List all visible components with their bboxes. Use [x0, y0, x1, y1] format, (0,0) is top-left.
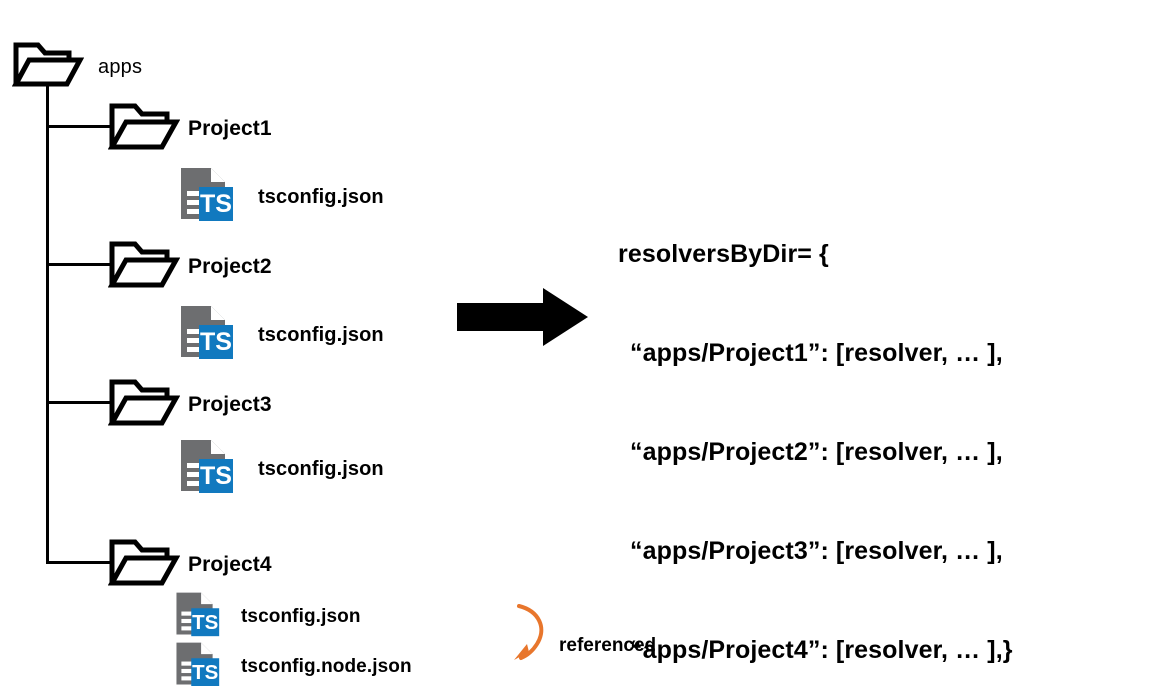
file-label-tsconfig: tsconfig.json — [258, 185, 384, 208]
tree-branch-line-project3 — [46, 401, 112, 404]
tree-node-label-project3: Project3 — [188, 393, 272, 416]
folder-icon — [107, 376, 181, 433]
tree-node-apps[interactable]: apps — [11, 40, 143, 93]
tree-trunk-line — [46, 84, 49, 564]
file-row-project1-tsconfig[interactable]: TS tsconfig.json — [178, 166, 384, 227]
code-line: “apps/Project1”: [resolver, … ], — [630, 339, 1003, 367]
svg-text:TS: TS — [200, 462, 232, 490]
file-row-project4-tsconfig[interactable]: TS tsconfig.json — [174, 591, 361, 642]
svg-text:TS: TS — [200, 190, 232, 218]
resolvers-by-dir-code: resolversByDir= { “apps/Project1”: [reso… — [618, 172, 1013, 686]
file-row-project2-tsconfig[interactable]: TS tsconfig.json — [178, 304, 384, 365]
svg-text:TS: TS — [192, 661, 218, 684]
tree-node-label-project4: Project4 — [188, 553, 272, 576]
svg-text:TS: TS — [200, 328, 232, 356]
tree-branch-line-project4 — [46, 561, 112, 564]
typescript-file-icon: TS — [178, 438, 234, 499]
code-line: resolversByDir= { — [618, 240, 829, 268]
folder-icon — [107, 238, 181, 295]
code-line: “apps/Project2”: [resolver, … ], — [630, 438, 1003, 466]
tree-node-project3[interactable]: Project3 — [107, 376, 272, 433]
right-arrow-icon — [455, 286, 590, 353]
referenced-annotation: referenced — [505, 598, 656, 669]
tree-node-project2[interactable]: Project2 — [107, 238, 272, 295]
tree-node-label-project1: Project1 — [188, 117, 272, 140]
code-line: “apps/Project4”: [resolver, … ],} — [630, 636, 1013, 664]
folder-icon — [107, 100, 181, 157]
file-row-project4-tsconfig-node[interactable]: TS tsconfig.node.json — [174, 641, 412, 686]
file-row-project3-tsconfig[interactable]: TS tsconfig.json — [178, 438, 384, 499]
typescript-file-icon: TS — [178, 166, 234, 227]
tree-node-project1[interactable]: Project1 — [107, 100, 272, 157]
tree-node-project4[interactable]: Project4 — [107, 536, 272, 593]
file-label-tsconfig: tsconfig.json — [258, 457, 384, 480]
referenced-label: referenced — [559, 635, 657, 656]
tree-branch-line-project2 — [46, 263, 112, 266]
typescript-file-icon: TS — [174, 641, 220, 686]
tree-node-label-apps: apps — [98, 55, 143, 78]
code-line: “apps/Project3”: [resolver, … ], — [630, 537, 1003, 565]
file-label-tsconfig: tsconfig.json — [258, 323, 384, 346]
curved-arrow-icon — [505, 598, 553, 669]
typescript-file-icon: TS — [174, 591, 220, 642]
typescript-file-icon: TS — [178, 304, 234, 365]
svg-text:TS: TS — [192, 611, 218, 634]
file-label-tsconfig-node: tsconfig.node.json — [241, 656, 412, 677]
folder-icon — [107, 536, 181, 593]
file-label-tsconfig: tsconfig.json — [241, 606, 361, 627]
folder-icon — [11, 40, 85, 93]
tree-branch-line-project1 — [46, 125, 112, 128]
tree-node-label-project2: Project2 — [188, 255, 272, 278]
